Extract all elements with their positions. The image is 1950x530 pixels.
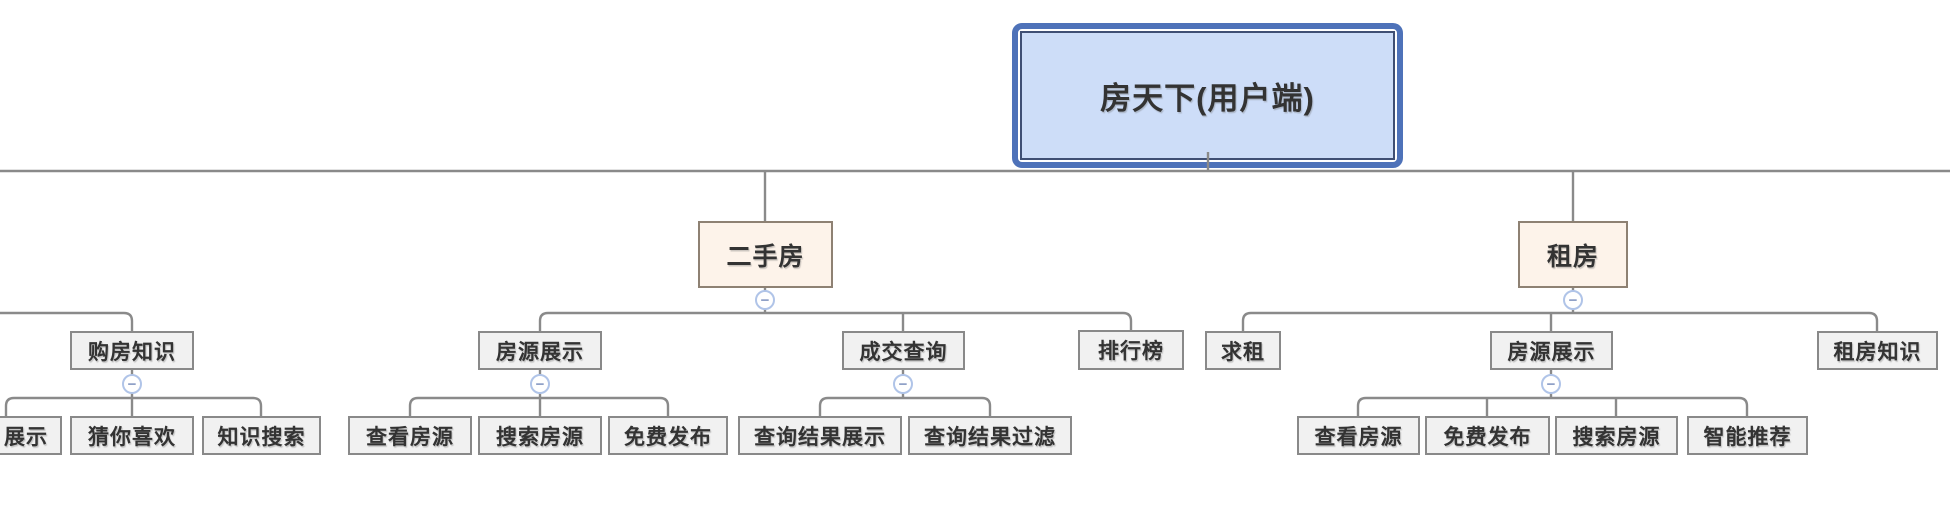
root-node-inner: 房天下(用户端) xyxy=(1020,31,1395,160)
node-zhanshi-cutoff[interactable]: 展示 xyxy=(0,416,62,455)
node-label: 排行榜 xyxy=(1098,340,1164,363)
node-label: 免费发布 xyxy=(1443,425,1532,449)
node-label: 房源展示 xyxy=(496,340,584,364)
node-chaxun-jieguo-zhanshi[interactable]: 查询结果展示 xyxy=(738,416,902,455)
collapse-button-goufang-zhishi[interactable]: − xyxy=(122,374,142,394)
minus-icon: − xyxy=(535,375,545,393)
node-zufang[interactable]: 租房 xyxy=(1518,221,1628,288)
connector-bracket-ershoufang-children xyxy=(538,288,1133,331)
minus-icon: − xyxy=(127,375,137,393)
collapse-button-fangyuan-zhanshi-zufang[interactable]: − xyxy=(1541,374,1561,394)
connector-bracket-zufang-children xyxy=(1241,288,1879,331)
node-label: 求租 xyxy=(1221,340,1265,364)
node-label: 房天下(用户端) xyxy=(1100,81,1315,116)
collapse-button-ershoufang[interactable]: − xyxy=(755,290,775,310)
node-label: 搜索房源 xyxy=(496,425,584,449)
minus-icon: − xyxy=(760,291,770,309)
minus-icon: − xyxy=(1546,375,1556,393)
node-zufang-zhishi[interactable]: 租房知识 xyxy=(1817,331,1938,370)
node-mianfei-fabu-ershoufang[interactable]: 免费发布 xyxy=(608,416,728,455)
node-label: 二手房 xyxy=(726,242,805,271)
node-fangtianxia-root[interactable]: 房天下(用户端) xyxy=(1012,23,1403,168)
collapse-button-fangyuan-zhanshi-ershoufang[interactable]: − xyxy=(530,374,550,394)
minus-icon: − xyxy=(1568,291,1578,309)
node-goufang-zhishi[interactable]: 购房知识 xyxy=(70,331,194,370)
node-label: 租房知识 xyxy=(1833,340,1922,364)
node-chakan-fangyuan-ershoufang[interactable]: 查看房源 xyxy=(348,416,472,455)
node-mianfei-fabu-zufang[interactable]: 免费发布 xyxy=(1425,416,1550,455)
node-label: 展示 xyxy=(4,425,48,449)
collapse-button-chengjiao-chaxun[interactable]: − xyxy=(893,374,913,394)
node-sousuo-fangyuan-zufang[interactable]: 搜索房源 xyxy=(1555,416,1678,455)
minus-icon: − xyxy=(898,375,908,393)
node-chakan-fangyuan-zufang[interactable]: 查看房源 xyxy=(1297,416,1420,455)
collapse-button-zufang[interactable]: − xyxy=(1563,290,1583,310)
node-chengjiao-chaxun[interactable]: 成交查询 xyxy=(842,331,965,370)
node-label: 成交查询 xyxy=(859,340,948,364)
node-zhineng-tuijian[interactable]: 智能推荐 xyxy=(1687,416,1808,455)
node-label: 智能推荐 xyxy=(1703,425,1792,449)
node-chaxun-jieguo-guolv[interactable]: 查询结果过滤 xyxy=(908,416,1072,455)
node-label: 免费发布 xyxy=(624,425,712,449)
node-label: 猜你喜欢 xyxy=(88,425,176,449)
node-label: 搜索房源 xyxy=(1572,425,1661,449)
node-qiuzu[interactable]: 求租 xyxy=(1205,331,1281,370)
node-label: 房源展示 xyxy=(1507,340,1596,364)
node-sousuo-fangyuan-ershoufang[interactable]: 搜索房源 xyxy=(478,416,602,455)
node-label: 租房 xyxy=(1546,242,1599,271)
node-label: 查看房源 xyxy=(366,425,454,449)
node-ershoufang[interactable]: 二手房 xyxy=(698,221,833,288)
node-label: 查询结果展示 xyxy=(754,425,886,449)
node-zhishi-sousuo[interactable]: 知识搜索 xyxy=(202,416,321,455)
node-label: 知识搜索 xyxy=(217,425,306,449)
node-fangyuan-zhanshi-zufang[interactable]: 房源展示 xyxy=(1490,331,1613,370)
node-cai-ni-xihuan[interactable]: 猜你喜欢 xyxy=(70,416,194,455)
node-label: 查询结果过滤 xyxy=(924,425,1056,449)
connector-bracket-goufang-zhishi-from-left xyxy=(0,311,134,331)
node-label: 购房知识 xyxy=(88,340,176,364)
node-label: 查看房源 xyxy=(1314,425,1403,449)
node-paihangbang[interactable]: 排行榜 xyxy=(1078,330,1184,370)
node-fangyuan-zhanshi-ershoufang[interactable]: 房源展示 xyxy=(478,331,602,370)
